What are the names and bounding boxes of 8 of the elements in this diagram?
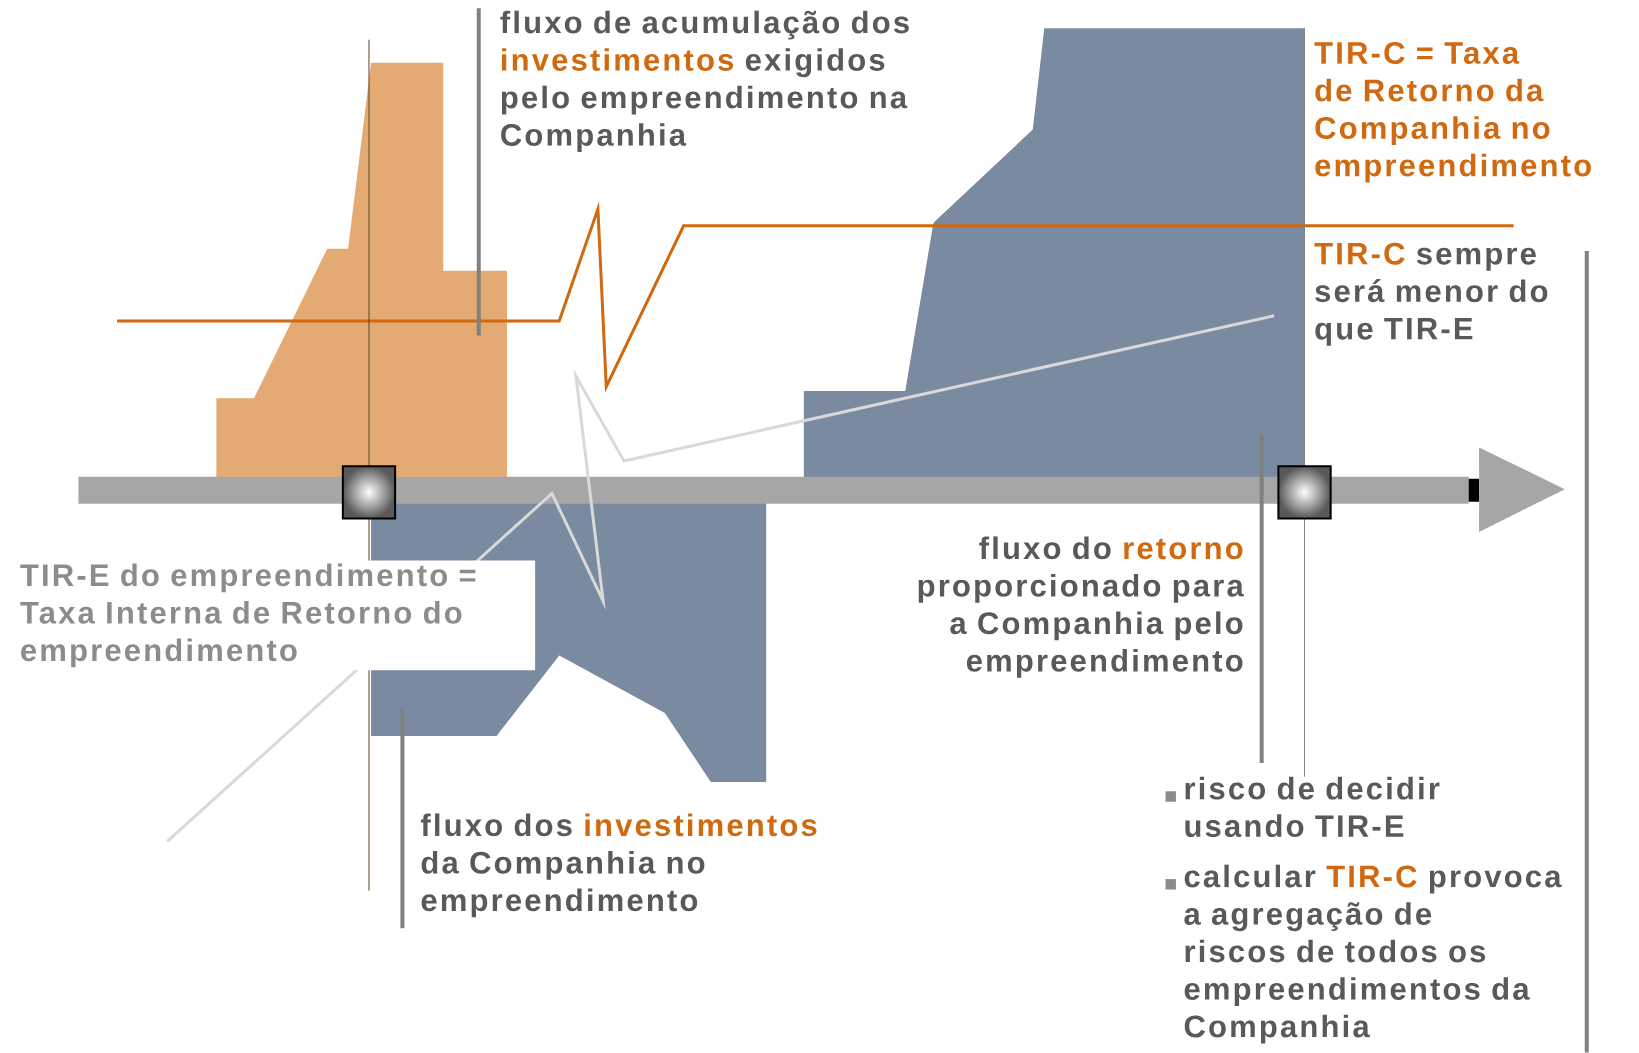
annotation-text: calcular TIR-C provoca a agregação de riscos de todos os empreendimentos da Companhia (1184, 864, 1562, 1044)
annotation-text: TIR-C = Taxa de Retorno da Companhia no empreendimento (1314, 42, 1591, 183)
annotation-text: fluxo do retorno proporcionado para a Companhia pelo empreendimento (918, 536, 1244, 678)
annotation-text: TIR-C sempre será menor do que TIR-E (1314, 242, 1548, 346)
annotation-text: TIR-E do empreendimento = Taxa Interna de Retorno do empreendimento (16, 560, 536, 671)
annotation-text: fluxo de acumulação dos investimentos exigidos pelo empreendimento na Companhia (500, 10, 909, 153)
annotation-text: risco de decidir usando TIR-E (1185, 776, 1440, 838)
annotation-text: fluxo dos investimentos da Companhia no empreendimento (420, 813, 817, 918)
